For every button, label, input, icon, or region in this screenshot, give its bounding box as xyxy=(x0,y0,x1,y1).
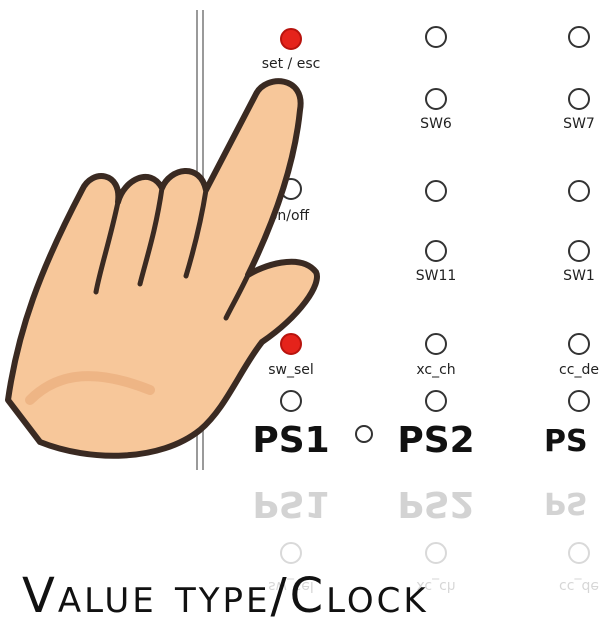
reflection-ps3: PS xyxy=(544,485,588,520)
sw12-led[interactable] xyxy=(568,240,590,262)
led-row1-col2[interactable] xyxy=(425,26,447,48)
reflection-led-1 xyxy=(280,542,302,564)
ps-indicator-led xyxy=(355,425,373,443)
led-row3-col3[interactable] xyxy=(568,180,590,202)
caption-title: Value type/Clock xyxy=(22,568,429,624)
led-row3-col2[interactable] xyxy=(425,180,447,202)
ps2-button[interactable]: PS2 xyxy=(397,420,475,461)
reflection-ps1: PS1 xyxy=(252,483,330,524)
sw-sel-label: sw_sel xyxy=(268,362,314,378)
sw7-led[interactable] xyxy=(568,88,590,110)
set-esc-label: set / esc xyxy=(261,56,321,72)
ps3-button[interactable]: PS xyxy=(544,424,588,459)
ps1-led[interactable] xyxy=(280,390,302,412)
sw-sel-led[interactable] xyxy=(280,333,302,355)
ps1-button[interactable]: PS1 xyxy=(252,420,330,461)
reflection-led-3 xyxy=(568,542,590,564)
xc-ch-label: xc_ch xyxy=(416,362,456,378)
ps3-led[interactable] xyxy=(568,390,590,412)
sw12-label: SW1 xyxy=(563,268,595,284)
on-off-label: on/off xyxy=(268,208,310,224)
ps2-led[interactable] xyxy=(425,390,447,412)
pointing-hand-icon xyxy=(5,78,320,459)
reflection-led-2 xyxy=(425,542,447,564)
cc-de-led[interactable] xyxy=(568,333,590,355)
sw6-label: SW6 xyxy=(420,116,452,132)
cc-de-label: cc_de xyxy=(559,362,599,378)
set-esc-led[interactable] xyxy=(280,28,302,50)
sw7-label: SW7 xyxy=(563,116,595,132)
led-row1-col3[interactable] xyxy=(568,26,590,48)
xc-ch-led[interactable] xyxy=(425,333,447,355)
sw6-led[interactable] xyxy=(425,88,447,110)
sw11-led[interactable] xyxy=(425,240,447,262)
reflection-cc-de: cc_de xyxy=(559,578,599,594)
sw11-label: SW11 xyxy=(415,268,457,284)
reflection-ps2: PS2 xyxy=(397,483,475,524)
